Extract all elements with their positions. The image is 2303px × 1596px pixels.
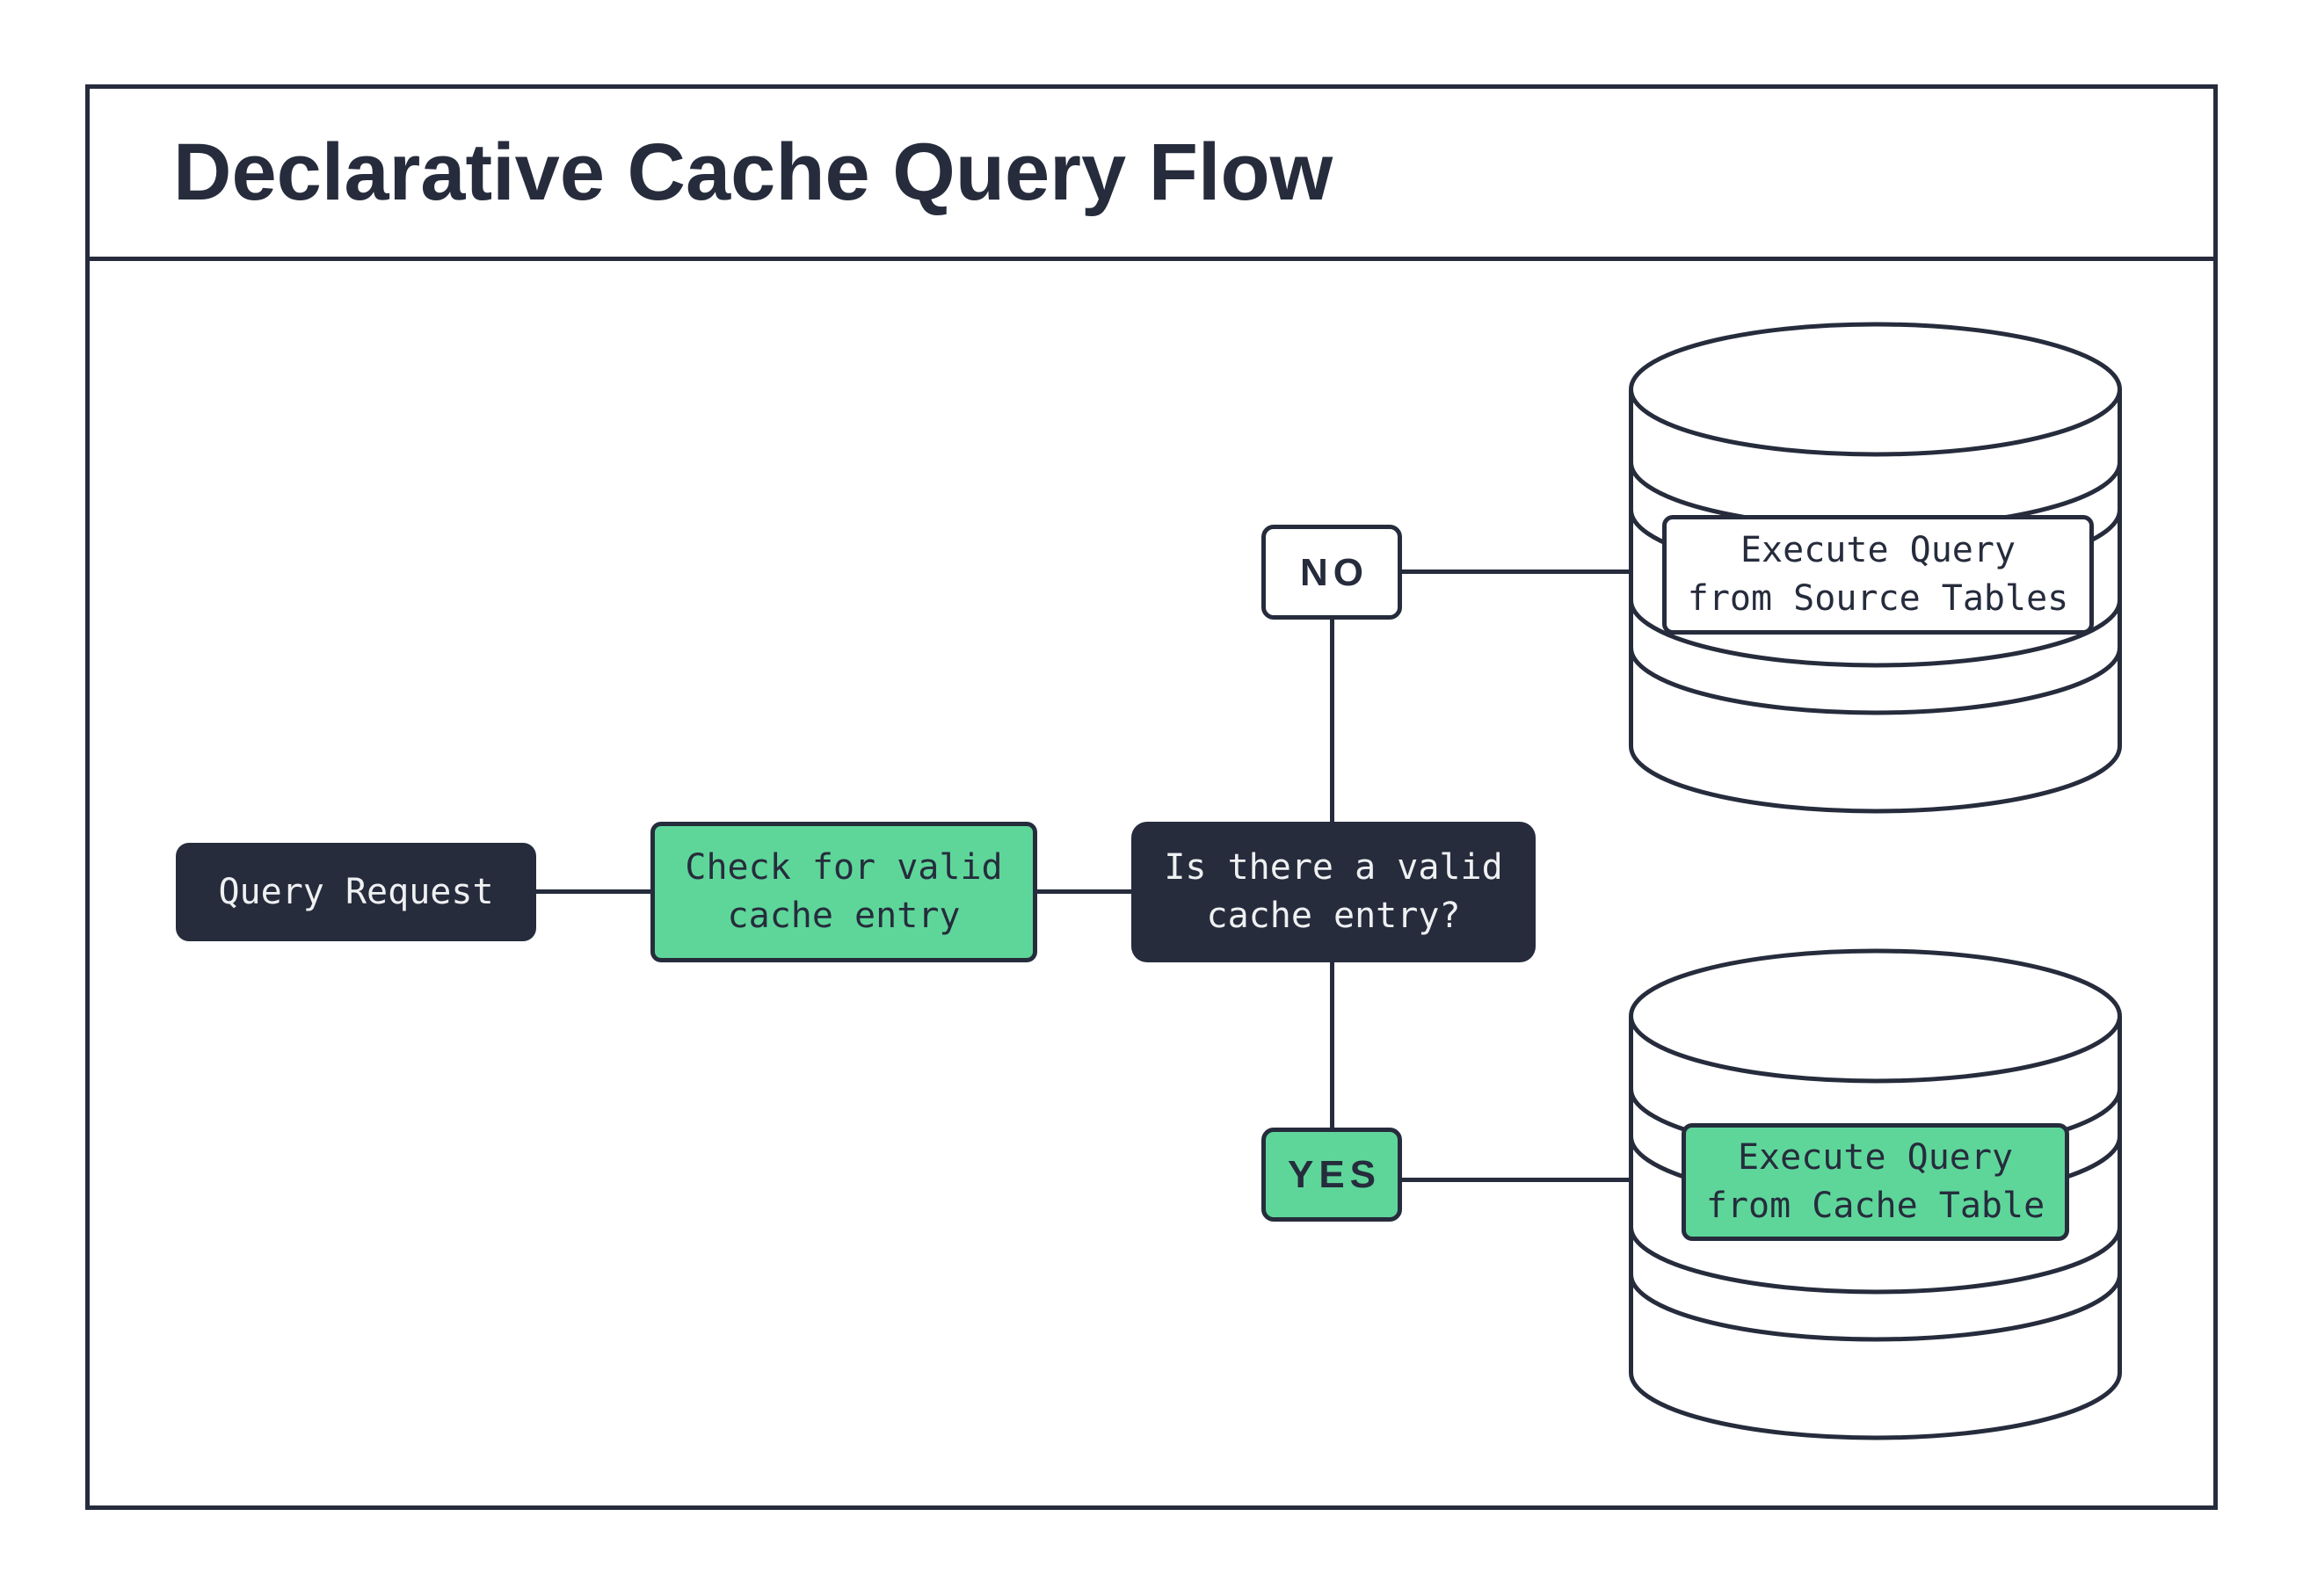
node-execute-source-tables: Execute Query from Source Tables — [1662, 515, 2094, 635]
edge-yes-to-cache-db — [1400, 1178, 1631, 1182]
node-execute-cache-table: Execute Query from Cache Table — [1682, 1123, 2069, 1241]
page-title: Declarative Cache Query Flow — [173, 127, 1333, 217]
node-branch-no: NO — [1261, 525, 1402, 620]
node-decision-valid-cache: Is there a valid cache entry? — [1131, 822, 1536, 962]
node-branch-yes: YES — [1261, 1128, 1402, 1222]
edge-decision-to-yes — [1330, 961, 1334, 1129]
edge-decision-to-no — [1330, 618, 1334, 823]
edge-check-to-decision — [1037, 889, 1131, 894]
database-icon — [1629, 322, 2122, 814]
edge-query-to-check — [536, 889, 650, 894]
diagram-header: Declarative Cache Query Flow — [85, 84, 2218, 261]
node-check-cache: Check for valid cache entry — [650, 822, 1037, 962]
edge-no-to-source-db — [1400, 569, 1631, 574]
node-query-request: Query Request — [176, 843, 536, 941]
diagram-frame — [85, 84, 2218, 1510]
